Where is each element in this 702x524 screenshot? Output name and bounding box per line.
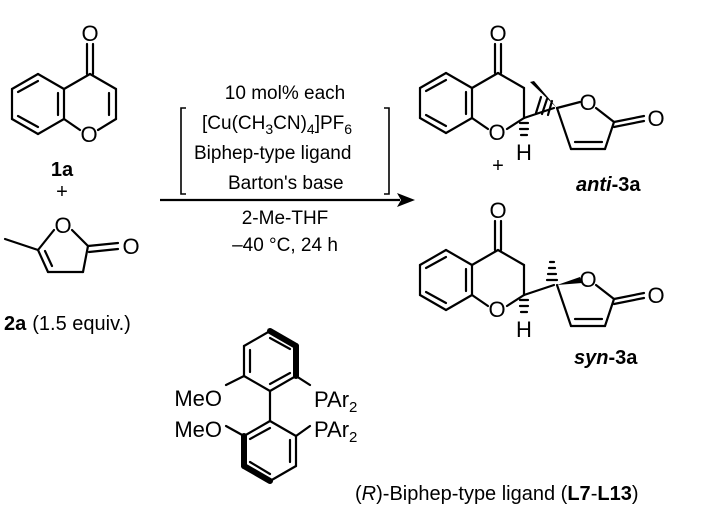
biphep-ligand-structure xyxy=(224,328,312,484)
syn-ring-oxygen: O xyxy=(488,297,505,322)
caption-ligand-start: L7 xyxy=(567,483,590,505)
furanone-carbonyl-oxygen: O xyxy=(122,234,139,259)
anti-label-suffix: -3a xyxy=(612,174,642,196)
furanone-ring-oxygen: O xyxy=(54,213,71,238)
syn-lactone-carbonyl-oxygen: O xyxy=(647,283,664,308)
chromone-structure xyxy=(10,42,118,136)
phosphine-bottom: PAr2 xyxy=(314,417,357,446)
anti-hydrogen: H xyxy=(516,140,532,165)
anti-lactone-ring-oxygen: O xyxy=(579,90,596,115)
phosphine-top: PAr2 xyxy=(314,387,357,416)
plus-sign-left: + xyxy=(56,181,68,203)
compound-number-2a: 2a xyxy=(4,313,27,335)
copper-catalyst-sub-3: 3 xyxy=(265,121,273,137)
phosphine-bottom-sub: 2 xyxy=(349,429,357,446)
compound-label-2a: 2a(1.5 equiv.) xyxy=(4,313,131,335)
chromone-carbonyl-oxygen: O xyxy=(81,21,98,46)
copper-catalyst-part-b: CN) xyxy=(273,113,307,134)
copper-catalyst-text: [Cu(CH3CN)4]PF6 xyxy=(202,113,352,137)
compound-label-anti-3a: anti-3a xyxy=(576,174,641,196)
ligand-text: Biphep-type ligand xyxy=(194,143,351,164)
copper-catalyst-sub-6: 6 xyxy=(344,121,352,137)
compound-label-1a: 1a xyxy=(51,159,74,181)
caption-dash: - xyxy=(591,483,598,505)
copper-catalyst-sub-4: 4 xyxy=(307,121,315,137)
phosphine-top-sub: 2 xyxy=(349,399,357,416)
syn-label-suffix: -3a xyxy=(608,347,638,369)
chromone-ring-oxygen: O xyxy=(80,122,97,147)
conditions-bracket-left xyxy=(180,107,186,195)
conditions-bracket-right xyxy=(384,107,390,195)
base-text: Barton's base xyxy=(228,173,344,194)
phosphine-bottom-label: PAr xyxy=(314,417,349,442)
plus-sign-right: + xyxy=(492,155,504,177)
syn-lactone-ring-oxygen: O xyxy=(579,267,596,292)
syn-label-prefix: syn xyxy=(574,347,608,369)
syn-hydrogen: H xyxy=(516,317,532,342)
furanone-structure xyxy=(3,228,120,274)
caption-r-descriptor: R xyxy=(362,483,376,505)
phosphine-top-label: PAr xyxy=(314,387,349,412)
anti-ring-oxygen: O xyxy=(488,120,505,145)
temperature-time-text: –40 °C, 24 h xyxy=(232,235,338,256)
caption-close-paren: ) xyxy=(632,483,639,505)
syn-product-structure xyxy=(418,219,646,328)
methoxy-top: MeO xyxy=(174,386,222,411)
caption-ligand-name: )-Biphep-type ligand ( xyxy=(376,483,568,505)
caption-ligand-end: L13 xyxy=(597,483,631,505)
reaction-arrowhead xyxy=(397,193,415,207)
solvent-text: 2-Me-THF xyxy=(242,208,329,229)
copper-catalyst-part-a: [Cu(CH xyxy=(202,113,265,134)
copper-catalyst-part-c: ]PF xyxy=(315,113,345,134)
anti-label-prefix: anti xyxy=(576,174,612,196)
ligand-caption: (R)-Biphep-type ligand (L7-L13) xyxy=(355,483,639,505)
equivalents-note: (1.5 equiv.) xyxy=(32,313,131,335)
catalyst-loading-text: 10 mol% each xyxy=(225,83,345,104)
anti-lactone-carbonyl-oxygen: O xyxy=(647,106,664,131)
methoxy-bottom: MeO xyxy=(174,417,222,442)
anti-product-structure xyxy=(418,42,646,151)
compound-label-syn-3a: syn-3a xyxy=(574,347,638,369)
syn-carbonyl-oxygen: O xyxy=(489,198,506,223)
caption-open-paren: ( xyxy=(355,483,362,505)
anti-carbonyl-oxygen: O xyxy=(489,21,506,46)
